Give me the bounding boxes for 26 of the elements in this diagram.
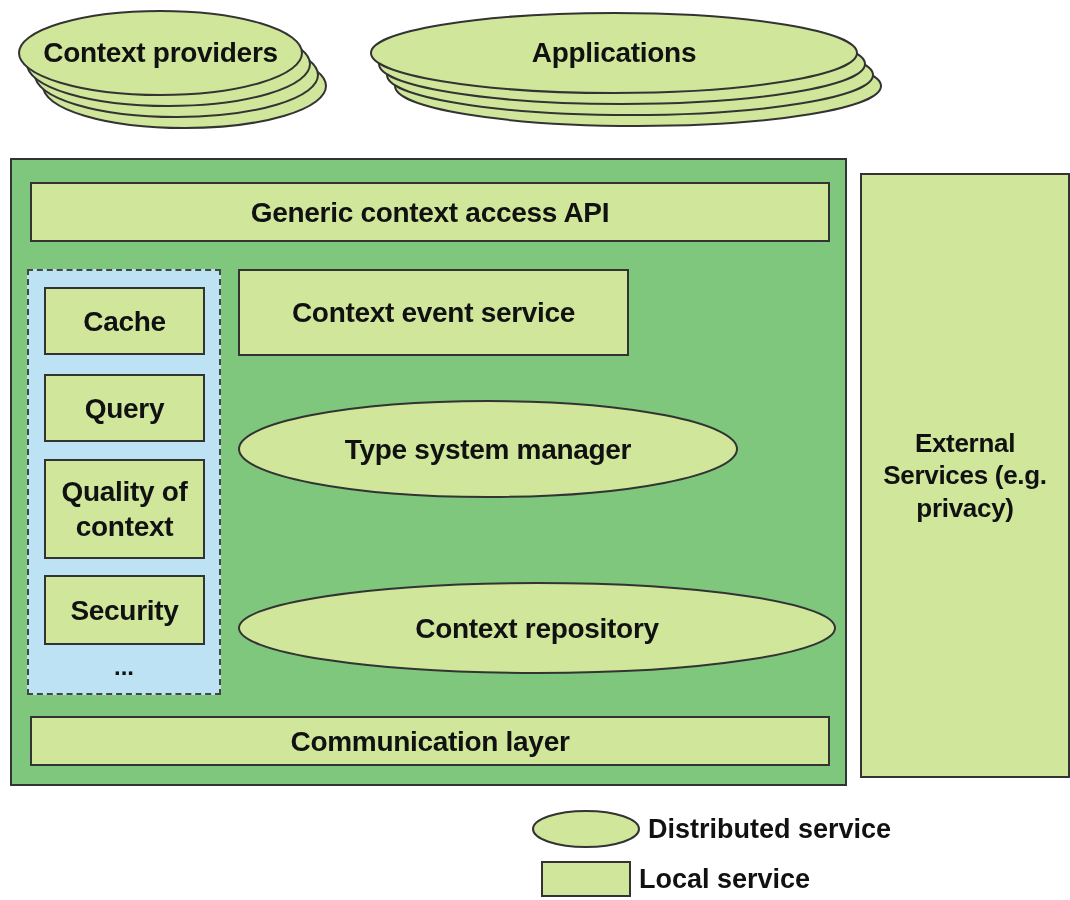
node-label: Context repository (414, 611, 660, 646)
platform-box (10, 158, 847, 786)
node-label: Generic context access API (249, 195, 611, 230)
component-group-box (27, 269, 221, 695)
service-box (860, 173, 1070, 778)
ellipsis-label: ... (113, 653, 135, 681)
node-label: Quality of context (60, 475, 189, 544)
node-label: Applications (530, 36, 698, 70)
node-label: Query (83, 391, 166, 426)
legend-label: Distributed service (648, 813, 892, 845)
service-box (44, 575, 205, 645)
service-box (30, 716, 830, 766)
service-box (44, 374, 205, 442)
service-box (44, 287, 205, 355)
node-label: External Services (e.g. privacy) (882, 426, 1048, 525)
service-ellipse (238, 582, 836, 674)
service-box (44, 459, 205, 559)
service-box (30, 182, 830, 242)
node-label: Cache (82, 304, 167, 339)
legend-label: Local service (639, 863, 811, 895)
node-label: Type system manager (343, 432, 633, 467)
node-label: Communication layer (289, 724, 571, 759)
node-label: Security (69, 593, 180, 628)
node-label: Context event service (290, 296, 577, 330)
service-box (238, 269, 629, 356)
service-ellipse (238, 400, 738, 498)
